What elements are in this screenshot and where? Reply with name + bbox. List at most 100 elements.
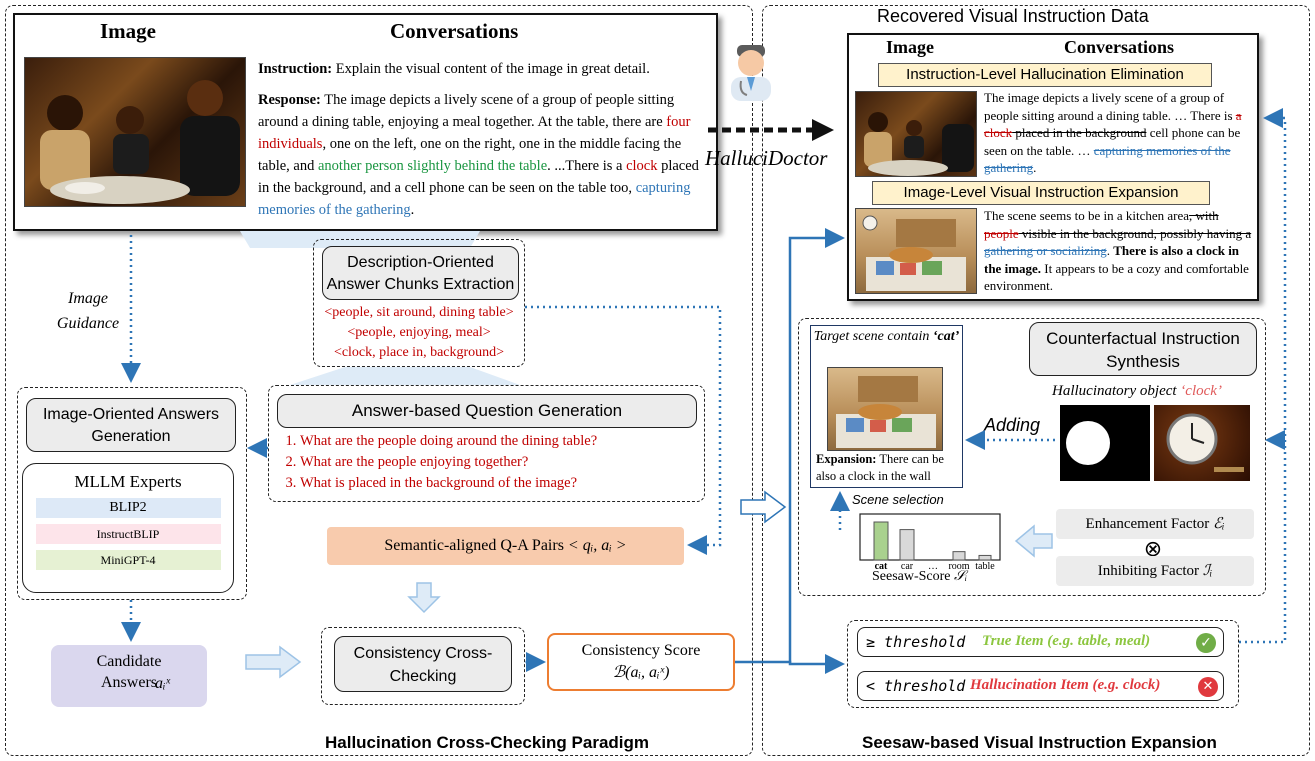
response-another-person: another person slightly behind the table xyxy=(318,158,548,174)
elim-capturing: capturing memories of the gathering xyxy=(984,142,1231,176)
check-icon: ✓ xyxy=(1196,633,1216,653)
consistency-title-box: Consistency Cross-Checking xyxy=(334,636,512,692)
chunk-item: <people, enjoying, meal> xyxy=(347,325,491,340)
elim-text: The image depicts a lively scene of a gr… xyxy=(984,89,1256,177)
response-capturing: capturing memories of the gathering xyxy=(258,180,691,218)
expansion-people: people xyxy=(984,225,1019,241)
cross-icon: ✕ xyxy=(1198,677,1218,697)
expansion-part-2: It appears to be a cozy and comfortable … xyxy=(984,260,1249,294)
threshold-dashed-box xyxy=(847,620,1239,708)
target-scene-label: Target scene contain xyxy=(813,329,930,344)
elim-title-box: Instruction-Level Hallucination Eliminat… xyxy=(878,63,1212,87)
expansion-part-1: The scene seems to be in a kitchen area xyxy=(984,208,1190,223)
recovered-header-image: Image xyxy=(886,37,934,57)
seesaw-score-caption: Seesaw-Score 𝒮ᵢ xyxy=(872,569,967,585)
cat-photo xyxy=(827,367,943,451)
response-part-4: placed in the background, and a cell pho… xyxy=(258,158,699,196)
tick-label: … xyxy=(928,561,938,570)
response-four-individuals: four individuals xyxy=(258,114,691,152)
left-panel-title: Hallucination Cross-Checking Paradigm xyxy=(325,733,650,752)
expert-minigpt4: MiniGPT-4 xyxy=(35,550,221,570)
expansion-text: The scene seems to be in a kitchen area,… xyxy=(984,207,1256,295)
bar-table xyxy=(978,554,992,561)
candidate-label: Candidate Answers xyxy=(96,653,162,691)
otimes-symbol: ⊗ xyxy=(1143,536,1163,561)
expansion-visible: visible in the background, possibly havi… xyxy=(1018,225,1252,241)
clock-icon xyxy=(1166,413,1244,472)
dining-photo-art xyxy=(40,80,240,204)
inhibiting-label: Inhibiting Factor xyxy=(1097,563,1200,579)
bar-room xyxy=(952,551,966,561)
recovered-header-conversations: Conversations xyxy=(1064,37,1175,57)
response-clock: clock xyxy=(626,158,658,174)
bar-car xyxy=(899,529,915,561)
seesaw-label: Seesaw-Score xyxy=(872,569,951,584)
response-part-3: . ...There is a xyxy=(547,158,627,174)
halluc-object: ‘clock’ xyxy=(1180,383,1222,399)
halluc-object-caption: Hallucinatory object ‘clock’ xyxy=(1052,383,1262,400)
left-panel xyxy=(5,5,753,756)
question-item: What are the people doing around the din… xyxy=(300,431,703,452)
expert-instructblip: InstructBLIP xyxy=(35,524,221,544)
response-label: Response: xyxy=(258,92,321,108)
tick-label: cat xyxy=(875,561,888,570)
chunks-title-box: Description-Oriented Answer Chunks Extra… xyxy=(322,246,519,300)
true-item: True Item (e.g. table, meal) xyxy=(982,633,1151,649)
recovered-title: Recovered Visual Instruction Data xyxy=(877,6,1149,26)
conversation-text: Instruction: Explain the visual content … xyxy=(258,58,708,221)
counterfactual-title-box: Counterfactual Instruction Synthesis xyxy=(1029,322,1257,376)
question-item: What is placed in the background of the … xyxy=(300,473,703,494)
right-panel xyxy=(762,5,1310,756)
expansion-bold: There is also a clock in the image. xyxy=(984,243,1240,276)
chunk-list: <people, sit around, dining table> <peop… xyxy=(313,303,525,363)
qa-pairs-math: < qᵢ, aᵢ > xyxy=(567,537,627,554)
consistency-score-label: Consistency Score xyxy=(581,642,701,659)
halluc-object-label: Hallucinatory object xyxy=(1052,383,1177,399)
qgen-title-box: Answer-based Question Generation xyxy=(277,394,697,428)
qa-pairs-label: Semantic-aligned Q-A Pairs xyxy=(384,537,564,554)
halluc-item: Hallucination Item (e.g. clock) xyxy=(970,677,1161,693)
threshold-ge: ≥ threshold xyxy=(866,633,966,651)
candidate-math: aᵢˣ xyxy=(155,675,171,692)
qa-pairs-box: Semantic-aligned Q-A Pairs < qᵢ, aᵢ > xyxy=(327,527,684,565)
mllm-experts-title: MLLM Experts xyxy=(74,472,182,491)
elim-part-2: cell phone can be seen on the table. … xyxy=(984,125,1241,158)
image-guidance-label: Image Guidance xyxy=(56,290,120,332)
clock-mask-circle xyxy=(1066,421,1110,465)
response-part-2: , one on the left, one on the right, one… xyxy=(258,136,682,174)
consistency-score-box: Consistency Score ℬ(aᵢ, aᵢˣ) xyxy=(547,633,735,691)
qgen-dashed-box xyxy=(268,385,705,502)
enhancement-box: Enhancement Factor ℰᵢ xyxy=(1056,509,1254,539)
response-paragraph: Response: The image depicts a lively sce… xyxy=(258,89,708,221)
chunks-dashed-box xyxy=(313,239,525,367)
clock-photo xyxy=(1154,405,1250,481)
target-expansion-label: Expansion: xyxy=(816,452,877,466)
question-list: What are the people doing around the din… xyxy=(278,431,703,494)
right-panel-title: Seesaw-based Visual Instruction Expansio… xyxy=(862,733,1217,752)
inhibiting-math: ℐᵢ xyxy=(1202,563,1213,579)
expansion-with: , with xyxy=(1189,208,1219,223)
response-part-1: The image depicts a lively scene of a gr… xyxy=(258,92,675,130)
counterfactual-dashed-box xyxy=(798,318,1266,596)
ioag-dashed-box xyxy=(17,387,247,600)
dining-photo xyxy=(24,57,246,207)
seesaw-math: 𝒮ᵢ xyxy=(954,569,968,584)
elim-photo-art xyxy=(864,112,974,176)
bar-cat xyxy=(873,521,889,561)
header-image: Image xyxy=(100,19,156,43)
inhibiting-box: Inhibiting Factor ℐᵢ xyxy=(1056,556,1254,586)
ioag-title-box: Image-Oriented Answers Generation xyxy=(26,398,236,452)
tick-label: room xyxy=(948,561,969,570)
expert-blip2: BLIP2 xyxy=(35,498,221,518)
instruction-text: Explain the visual content of the image … xyxy=(332,61,650,77)
kitchen-photo xyxy=(855,208,977,294)
instruction-label: Instruction: xyxy=(258,61,333,77)
consistency-score-math: ℬ(aᵢ, aᵢˣ) xyxy=(612,664,670,681)
threshold-lt: < threshold xyxy=(866,677,966,695)
candidate-answers-box: Candidate Answers aᵢˣ xyxy=(51,645,207,707)
tick-label: car xyxy=(901,561,914,570)
response-part-5: . xyxy=(410,202,415,218)
adding-label: Adding xyxy=(984,415,1041,435)
header-conversations: Conversations xyxy=(390,19,519,43)
